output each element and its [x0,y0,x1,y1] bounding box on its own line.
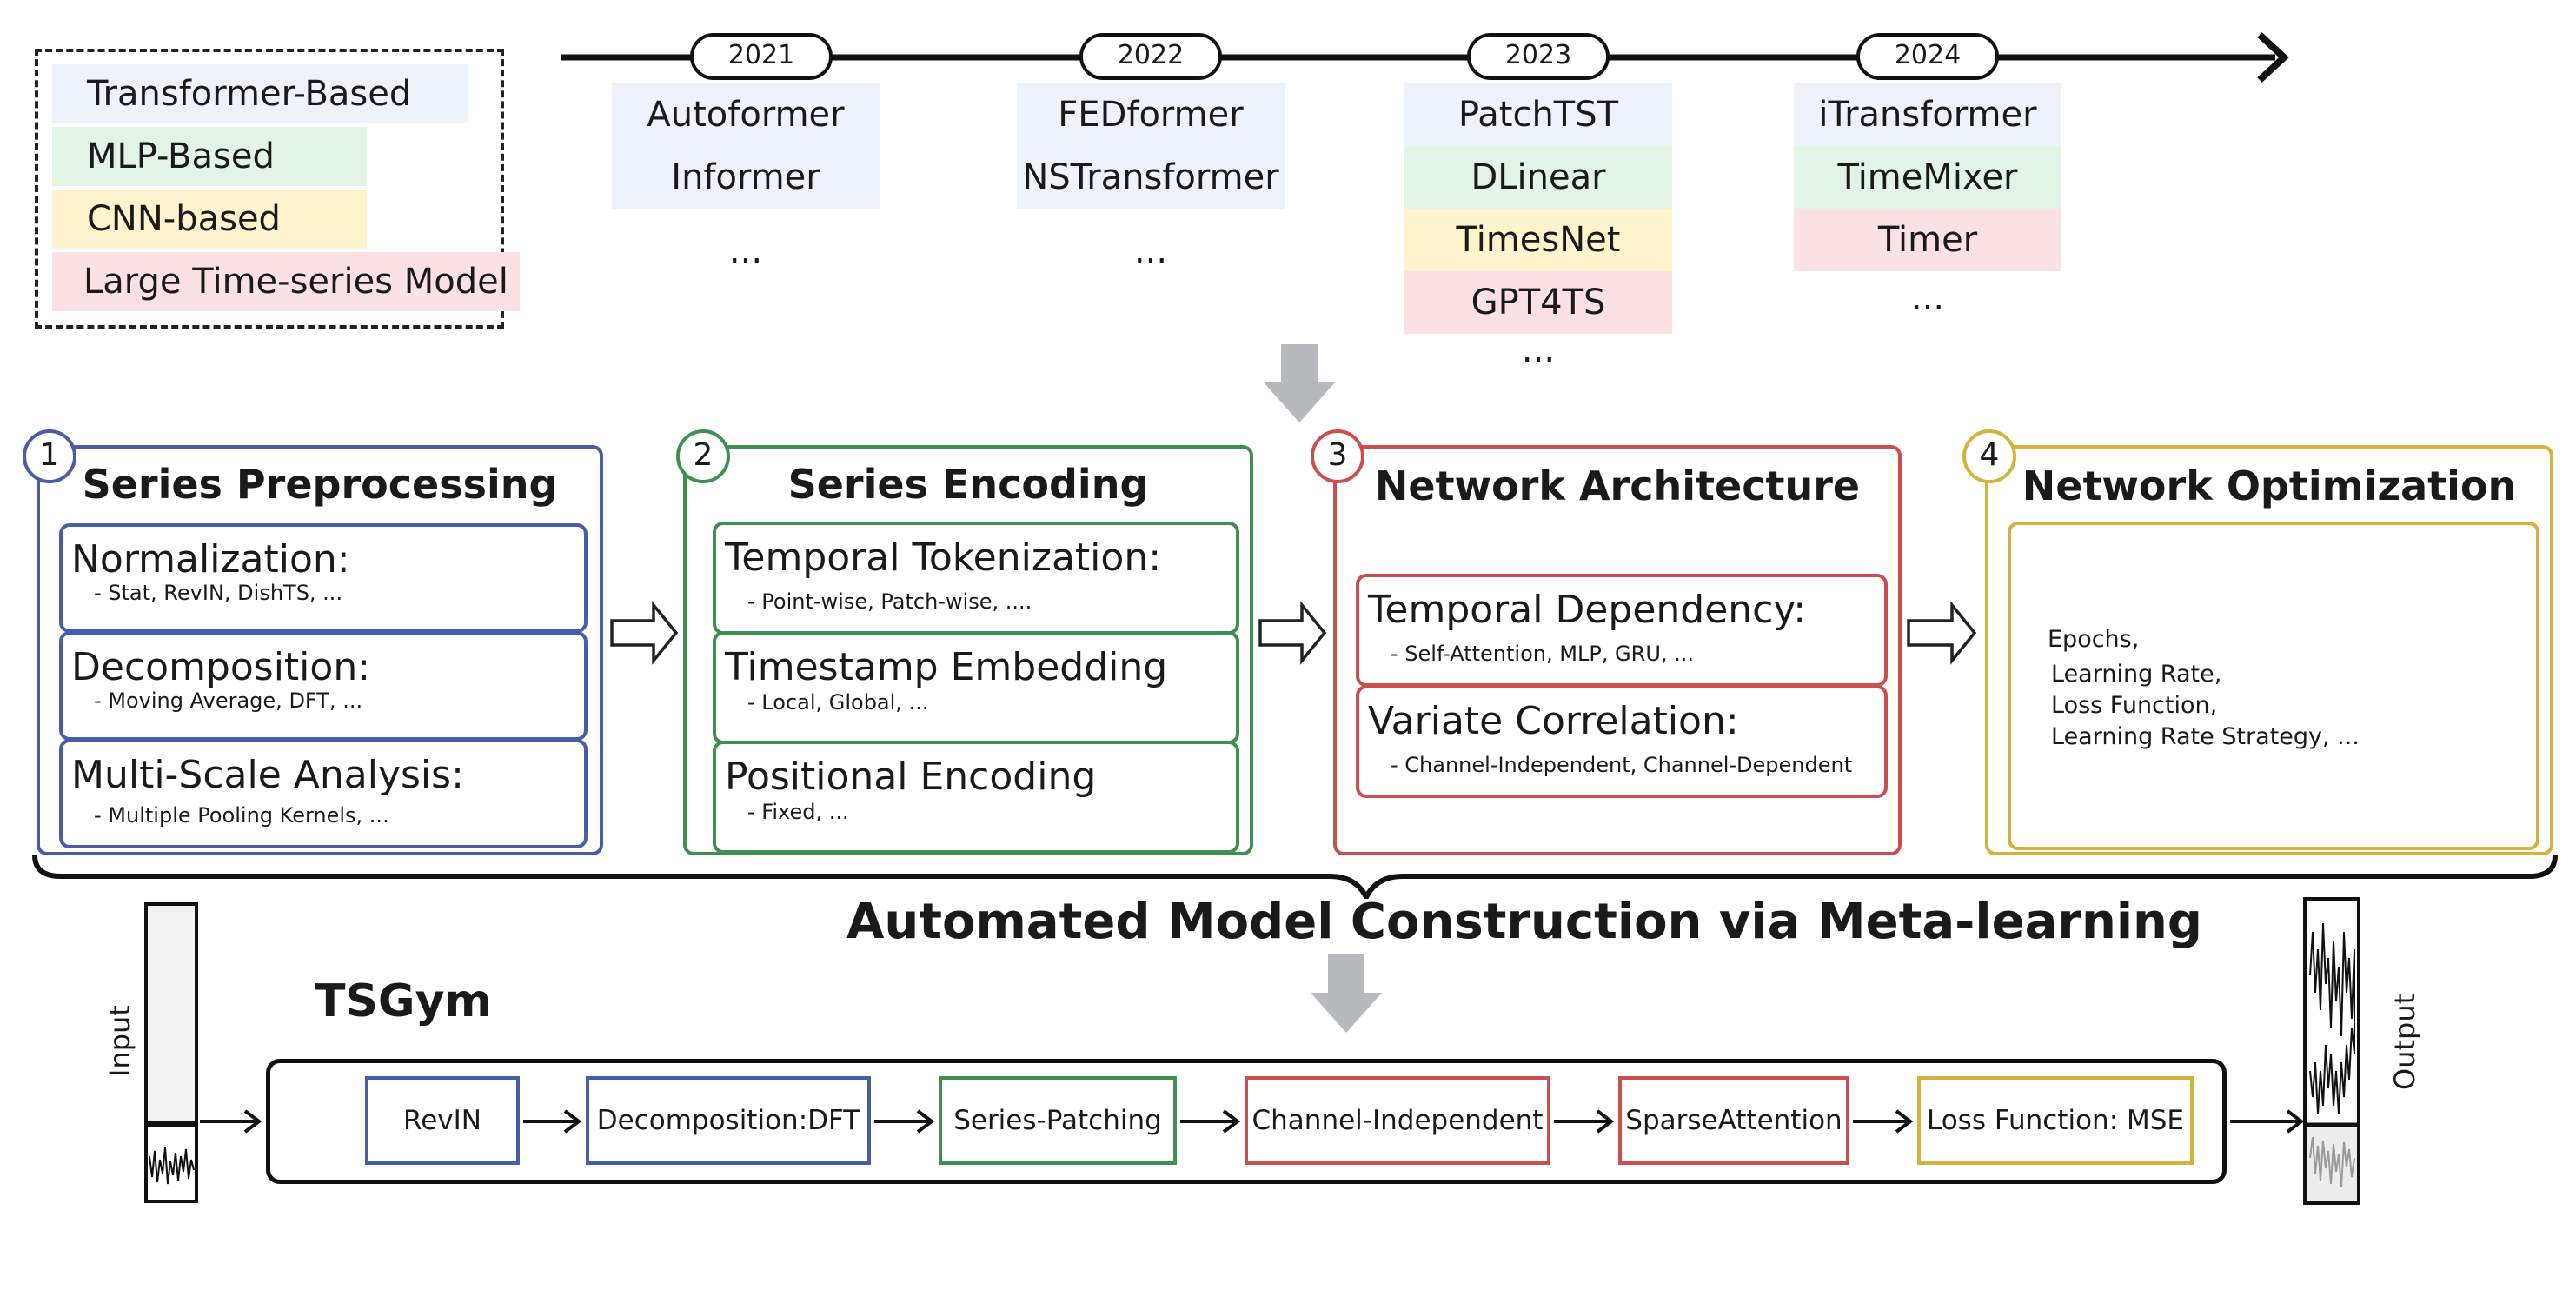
stage-series-encoding: Series Encoding Temporal Tokenization: -… [683,445,1253,855]
pipeline-sparse-attention: SparseAttention [1618,1076,1849,1165]
down-arrow-top [1264,344,1335,422]
ellipsis-2023: ... [1521,330,1556,370]
year-2021-pill: 2021 [690,33,833,80]
model-autoformer: Autoformer [612,83,880,146]
timeline-axis [561,32,2289,83]
sub-head: Timestamp Embedding [725,645,1168,689]
model-informer: Informer [612,146,880,209]
sub-detail: - Point-wise, Patch-wise, .... [747,589,1032,614]
year-2022-pill: 2022 [1079,33,1222,80]
stage-series-preprocessing: Series Preprocessing Normalization: - St… [37,445,603,855]
sub-detail: - Fixed, ... [747,800,849,824]
output-series-panel [2303,897,2360,1205]
stage-title: Network Architecture [1374,462,1861,509]
model-timer: Timer [1794,209,2061,271]
model-timemixer: TimeMixer [1794,146,2061,209]
sub-head: Decomposition: [71,645,371,689]
stage-number-4: 4 [1962,429,2016,483]
model-timesnet: TimesNet [1404,209,1672,271]
pipeline-decomposition-dft: Decomposition:DFT [586,1076,871,1165]
stage-title: Series Encoding [787,461,1149,508]
pipeline-series-patching: Series-Patching [939,1076,1177,1165]
year-2024-pill: 2024 [1856,33,1999,80]
sub-head: Temporal Tokenization: [725,535,1162,580]
sub-detail: - Stat, RevIN, DishTS, ... [94,581,343,605]
sub-positional-encoding: Positional Encoding - Fixed, ... [713,741,1239,854]
stage-network-architecture: Network Architecture Temporal Dependency… [1333,445,1902,855]
opt-loss-function: Loss Function, [2051,692,2218,719]
opt-epochs: Epochs, [2048,626,2140,653]
model-dlinear: DLinear [1404,146,1672,209]
down-arrow-bottom [1311,954,1382,1033]
stage-arrows [610,601,1977,665]
legend: Transformer-Based MLP-Based CNN-based La… [35,49,520,329]
sub-optimization-params: Epochs, Learning Rate, Loss Function, Le… [2008,522,2539,850]
stage-number-3: 3 [1311,429,1364,483]
pipeline-loss-function-mse: Loss Function: MSE [1917,1076,2194,1165]
model-nstransformer: NSTransformer [1017,146,1285,209]
model-patchtst: PatchTST [1404,83,1672,146]
stage-network-optimization: Network Optimization Epochs, Learning Ra… [1985,445,2553,855]
pipeline-revin: RevIN [365,1076,520,1165]
sub-head: Normalization: [71,537,350,582]
pipeline-channel-independent: Channel-Independent [1245,1076,1550,1165]
sub-head: Variate Correlation: [1368,699,1739,743]
ellipsis-2022: ... [1133,231,1168,271]
model-itransformer: iTransformer [1794,83,2061,146]
sub-head: Temporal Dependency: [1368,588,1807,632]
legend-item-cnn: CNN-based [52,190,367,249]
meta-learning-title: Automated Model Construction via Meta-le… [846,894,2202,950]
model-fedformer: FEDformer [1017,83,1285,146]
sub-detail: - Channel-Independent, Channel-Dependent [1391,753,1853,777]
sub-head: Multi-Scale Analysis: [71,753,464,797]
opt-lr-strategy: Learning Rate Strategy, ... [2051,723,2360,750]
stage-number-2: 2 [676,429,730,483]
stage-title: Series Preprocessing [82,461,558,508]
sub-detail: - Multiple Pooling Kernels, ... [94,803,389,828]
year-2023-pill: 2023 [1467,33,1610,80]
sub-multiscale: Multi-Scale Analysis: - Multiple Pooling… [59,739,588,848]
stage-title: Network Optimization [2022,462,2517,509]
legend-item-transformer: Transformer-Based [52,64,468,123]
sub-temporal-tokenization: Temporal Tokenization: - Point-wise, Pat… [713,522,1239,635]
sub-head: Positional Encoding [725,755,1097,799]
stage-number-1: 1 [23,429,76,483]
tsgym-title: TSGym [315,975,492,1028]
opt-learning-rate: Learning Rate, [2051,661,2222,688]
curly-brace [32,855,2558,899]
input-series-signal [144,1121,198,1203]
legend-item-mlp: MLP-Based [52,127,367,186]
ellipsis-2021: ... [728,231,763,271]
legend-item-ltsm: Large Time-series Model [52,252,520,311]
input-label: Input [103,1005,136,1077]
sub-detail: - Local, Global, ... [747,690,929,715]
output-label: Output [2388,993,2421,1090]
pipeline-arrows [200,1109,2305,1134]
sub-detail: - Moving Average, DFT, ... [94,688,363,713]
tsgym-pipeline-container [266,1059,2227,1184]
model-gpt4ts: GPT4TS [1404,271,1672,334]
ellipsis-2024: ... [1910,278,1945,318]
sub-detail: - Self-Attention, MLP, GRU, ... [1391,642,1695,666]
sub-variate-correlation: Variate Correlation: - Channel-Independe… [1356,685,1888,798]
